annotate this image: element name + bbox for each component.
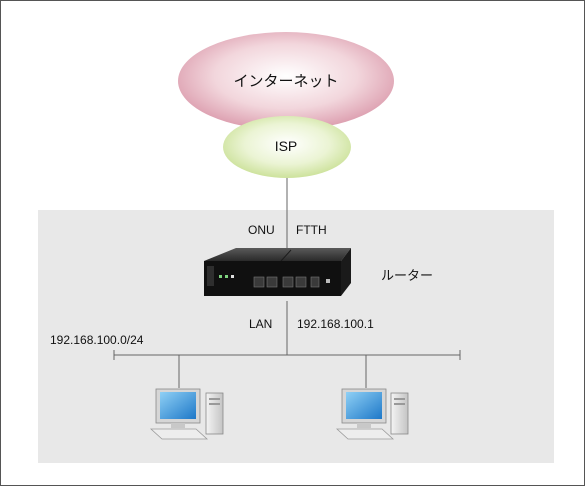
isp-label: ISP xyxy=(274,138,298,154)
ftth-label: FTTH xyxy=(296,223,327,237)
pc-icon-right xyxy=(335,388,409,440)
internet-label: インターネット xyxy=(233,73,339,90)
router-device xyxy=(204,248,351,296)
router-label: ルーター xyxy=(381,268,434,283)
isp-cloud xyxy=(223,116,351,178)
internet-cloud xyxy=(178,32,394,130)
router-ip-label: 192.168.100.1 xyxy=(297,317,374,331)
lan-label: LAN xyxy=(249,317,273,331)
subnet-label: 192.168.100.0/24 xyxy=(50,333,144,347)
pc-icon-left xyxy=(149,388,224,440)
onu-label: ONU xyxy=(248,223,275,237)
